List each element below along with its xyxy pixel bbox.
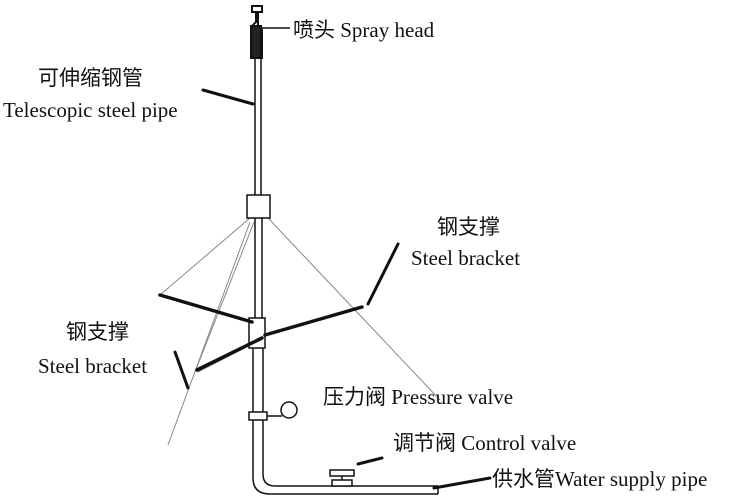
steel-brackets: [158, 293, 364, 372]
label-bracket-right-en: Steel bracket: [411, 246, 521, 270]
label-telescopic-en: Telescopic steel pipe: [3, 98, 178, 122]
label-control-valve: 调节阀 Control valve: [393, 431, 577, 455]
spray-head: [250, 5, 290, 59]
label-telescopic-zh: 可伸缩钢管: [38, 66, 143, 90]
pressure-valve: [248, 401, 298, 421]
water-supply-pipe: [252, 460, 439, 495]
label-spray-head: 喷头 Spray head: [293, 18, 435, 42]
leader-lines: [173, 88, 492, 490]
label-bracket-right-zh: 钢支撑: [437, 215, 500, 239]
label-water-supply-pipe: 供水管Water supply pipe: [492, 467, 708, 491]
label-bracket-left-en: Steel bracket: [38, 354, 148, 378]
label-pressure-valve: 压力阀 Pressure valve: [323, 385, 514, 409]
upper-coupling: [246, 194, 271, 219]
label-bracket-left-zh: 钢支撑: [66, 320, 129, 344]
guy-lines-upper: [159, 217, 441, 446]
control-valve: [329, 469, 355, 487]
telescopic-steel-pipe: [252, 55, 264, 460]
